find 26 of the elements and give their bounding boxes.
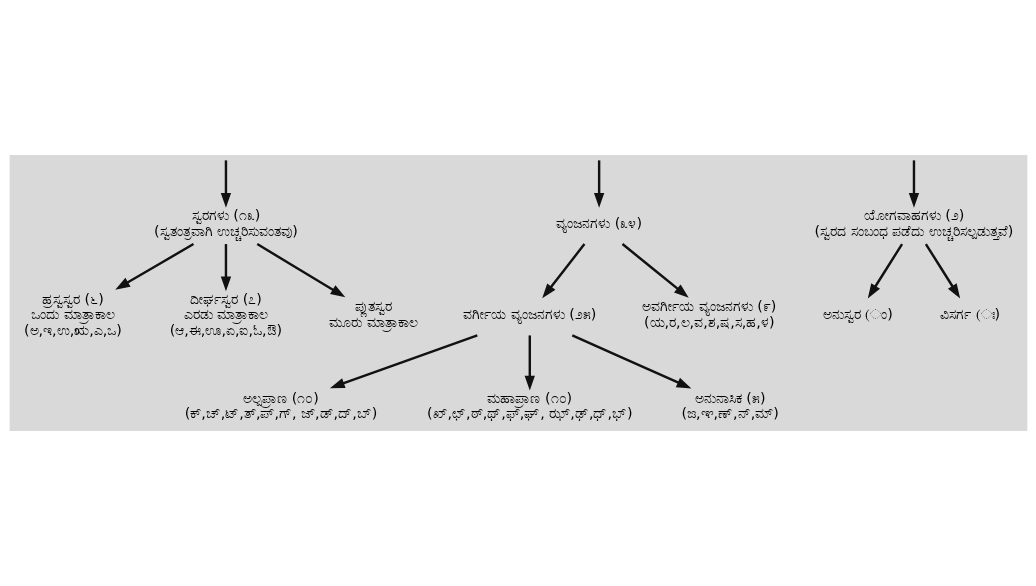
- arrow: [220, 244, 231, 292]
- arrow: [621, 243, 689, 298]
- arrow: [114, 243, 194, 290]
- node-text: ಸ್ವರಗಳು (೧೩) (ಸ್ವತಂತ್ರವಾಗಿ ಉಚ್ಚರಿಸುವಂತವು): [153, 207, 298, 239]
- node-text: ಅನುನಾಸಿಕ (೫) (ಙ,ಞ,ಣ್,ನ್,ಮ್): [680, 389, 779, 422]
- arrow: [571, 334, 691, 389]
- arrow: [329, 334, 478, 389]
- arrow: [220, 160, 231, 208]
- node-text: ಅನುಸ್ವರ (ಂ): [822, 306, 893, 323]
- arrow: [256, 243, 345, 298]
- node-text: ಪ್ಲುತಸ್ವರ ಮೂರು ಮಾತ್ರಾಕಾಲ: [328, 298, 418, 330]
- node-text: ಯೋಗವಾಹಗಳು (೨) (ಸ್ವರದ ಸಂಬಂಧ ಪಡೆದು ಉಚ್ಚರಿಸಲ್ಪಡುತ್ತವೆ): [814, 207, 1013, 239]
- node-text: ಅಲ್ಪಪ್ರಾಣ (೧೦) (ಕ್,ಚ್,ಟ್,ತ್,ಪ್,ಗ್, ಜ್,ಡ್,ದ್,ಬ್): [184, 389, 377, 422]
- arrow: [524, 335, 535, 391]
- node-text: ವ್ಯಂಜನಗಳು (೩೪): [555, 214, 642, 231]
- arrow: [908, 160, 919, 208]
- arrow: [924, 243, 960, 299]
- arrow: [867, 243, 903, 299]
- node-text: ವರ್ಗೀಯ ವ್ಯಂಜನಗಳು (೨೫): [462, 306, 596, 323]
- node-text: ದೀರ್ಘಸ್ವರ (೭) ಎರಡು ಮಾತ್ರಾಕಾಲ (ಆ,ಈ,ಊ,ಏ,ಐ,ಓ,ಔ): [169, 290, 282, 338]
- node-text: ಅವರ್ಗೀಯ ವ್ಯಂಜನಗಳು (೯) (ಯ,ರ,ಲ,ವ,ಶ,ಷ,ಸ,ಹ,ಳ): [641, 298, 776, 330]
- arrow: [593, 160, 604, 208]
- node-text: ವಿಸರ್ಗ (ಃ): [939, 306, 1000, 323]
- node-text: ಮಹಾಪ್ರಾಣ (೧೦) (ಖ್,ಛ್,ಠ್,ಥ್,ಫ್,ಘ್, ಝ್,ಢ್,ಧ್,ಭ್): [426, 389, 633, 422]
- arrow: [541, 243, 585, 299]
- node-text: ಹ್ರಸ್ವಸ್ವರ (೬) ಒಂದು ಮಾತ್ರಾಕಾಲ (ಅ,ಇ,ಉ,ಋ,ಎ,ಒ): [23, 290, 122, 338]
